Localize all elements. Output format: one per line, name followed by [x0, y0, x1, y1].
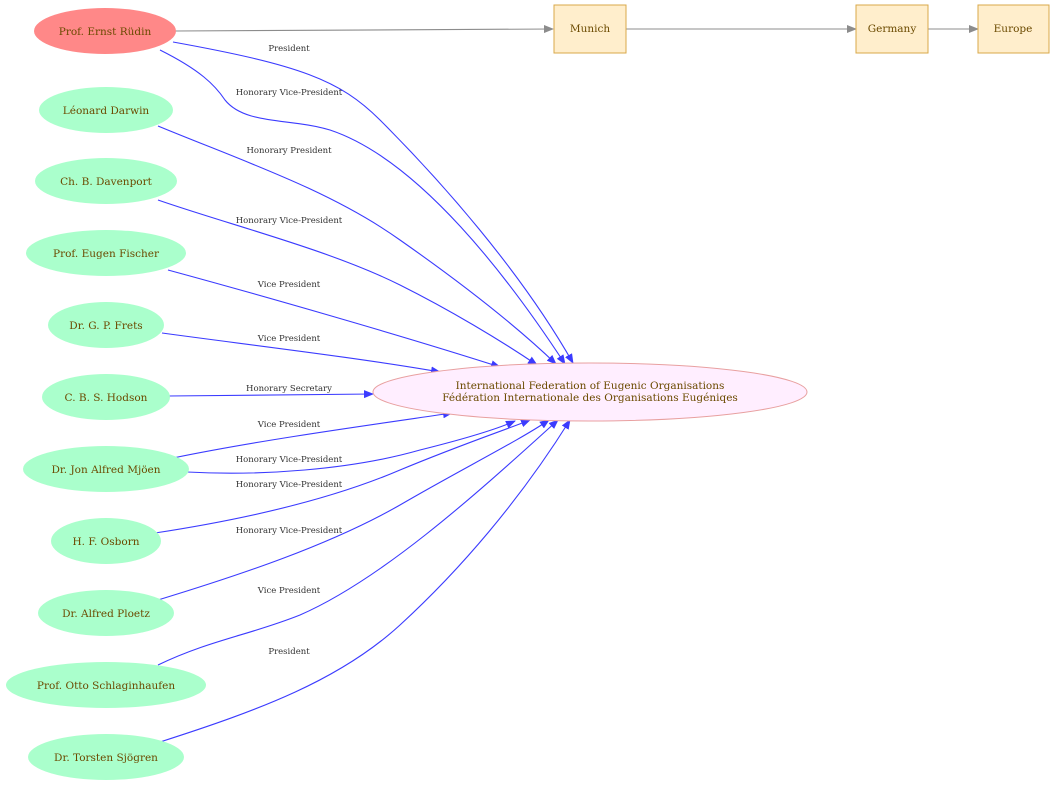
node-mjoen[interactable]: Dr. Jon Alfred Mjöen	[23, 446, 189, 492]
node-ploetz[interactable]: Dr. Alfred Ploetz	[38, 590, 174, 636]
node-eugen-fischer[interactable]: Prof. Eugen Fischer	[26, 230, 186, 276]
edge-sjogren-president	[159, 419, 571, 743]
edge-label: Honorary Vice-President	[236, 526, 343, 536]
node-label: Dr. Torsten Sjögren	[54, 752, 158, 764]
node-shape	[39, 87, 173, 133]
edge-label: Honorary Vice-President	[236, 216, 343, 226]
node-davenport[interactable]: Ch. B. Davenport	[35, 158, 177, 204]
edge-label: Honorary Vice-President	[236, 88, 343, 98]
node-schlaginhaufen[interactable]: Prof. Otto Schlaginhaufen	[6, 662, 206, 708]
edge-labels: President Honorary Vice-President Honora…	[236, 44, 343, 657]
edge-label: Vice President	[257, 586, 321, 596]
node-label: Prof. Ernst Rüdin	[59, 26, 152, 38]
edge-label: President	[268, 647, 310, 657]
node-label: Léonard Darwin	[63, 105, 150, 117]
edge-label: Vice President	[257, 334, 321, 344]
node-munich[interactable]: Munich	[553, 4, 627, 54]
node-label: Prof. Eugen Fischer	[53, 248, 160, 260]
node-germany[interactable]: Germany	[855, 4, 929, 54]
node-shape	[855, 4, 929, 54]
edge-rudin-president	[172, 41, 574, 364]
node-label: Europe	[994, 23, 1033, 35]
edge-osborn-honorary-vice-president	[154, 419, 531, 534]
node-label: Prof. Otto Schlaginhaufen	[37, 680, 175, 692]
node-label: Munich	[570, 23, 611, 35]
node-shape	[372, 362, 808, 422]
edge-rudin-honorary-vice-president	[159, 49, 566, 365]
node-label: Dr. Alfred Ploetz	[62, 608, 150, 620]
federation-name-en: International Federation of Eugenic Orga…	[456, 380, 725, 392]
node-shape	[35, 158, 177, 204]
node-shape	[42, 374, 170, 420]
edge-davenport-honorary-vice-president	[157, 199, 538, 366]
node-osborn[interactable]: H. F. Osborn	[51, 518, 161, 564]
node-leonard-darwin[interactable]: Léonard Darwin	[39, 87, 173, 133]
node-frets[interactable]: Dr. G. P. Frets	[48, 302, 164, 348]
edge-label: Honorary Secretary	[246, 384, 332, 394]
edge-mjoen-honorary-vice-president	[186, 420, 516, 474]
node-shape	[34, 8, 176, 54]
federation-name-fr: Fédération Internationale des Organisati…	[442, 392, 738, 404]
edge-darwin-honorary-president	[157, 125, 557, 365]
edge-label: Vice President	[257, 420, 321, 430]
node-label: Ch. B. Davenport	[60, 176, 153, 188]
node-federation[interactable]: International Federation of Eugenic Orga…	[372, 362, 808, 422]
node-label: H. F. Osborn	[73, 536, 140, 548]
edge-hodson-honorary-secretary	[167, 390, 374, 399]
node-shape	[38, 590, 174, 636]
edge-label: Honorary President	[246, 146, 332, 156]
edge-label: President	[268, 44, 310, 54]
node-ernst-rudin[interactable]: Prof. Ernst Rüdin	[34, 8, 176, 54]
edge-label: Vice President	[257, 280, 321, 290]
edge-mjoen-vice-president	[172, 410, 453, 459]
node-shape	[48, 302, 164, 348]
edge-frets-vice-president	[161, 332, 441, 375]
node-label: C. B. S. Hodson	[65, 392, 148, 404]
edge-label: Honorary Vice-President	[236, 480, 343, 490]
node-shape	[28, 734, 184, 780]
node-label: Dr. Jon Alfred Mjöen	[51, 464, 160, 476]
node-label: Germany	[868, 23, 917, 35]
edge-ploetz-honorary-vice-president	[157, 419, 550, 601]
edge-schlaginhaufen-vice-president	[157, 419, 559, 666]
node-shape	[51, 518, 161, 564]
person-nodes: Prof. Ernst Rüdin Léonard Darwin Ch. B. …	[6, 8, 206, 780]
location-edges	[174, 25, 979, 34]
node-hodson[interactable]: C. B. S. Hodson	[42, 374, 170, 420]
node-shape	[6, 662, 206, 708]
node-europe[interactable]: Europe	[977, 4, 1050, 54]
node-sjogren[interactable]: Dr. Torsten Sjögren	[28, 734, 184, 780]
role-edges	[154, 41, 574, 743]
edge-label: Honorary Vice-President	[236, 455, 343, 465]
node-shape	[26, 230, 186, 276]
node-shape	[553, 4, 627, 54]
edge-fischer-vice-president	[167, 269, 501, 369]
node-shape	[23, 446, 189, 492]
node-label: Dr. G. P. Frets	[69, 320, 142, 332]
node-shape	[977, 4, 1050, 54]
edge-rudin-munich	[174, 25, 554, 34]
place-nodes: Munich Germany Europe	[553, 4, 1050, 54]
